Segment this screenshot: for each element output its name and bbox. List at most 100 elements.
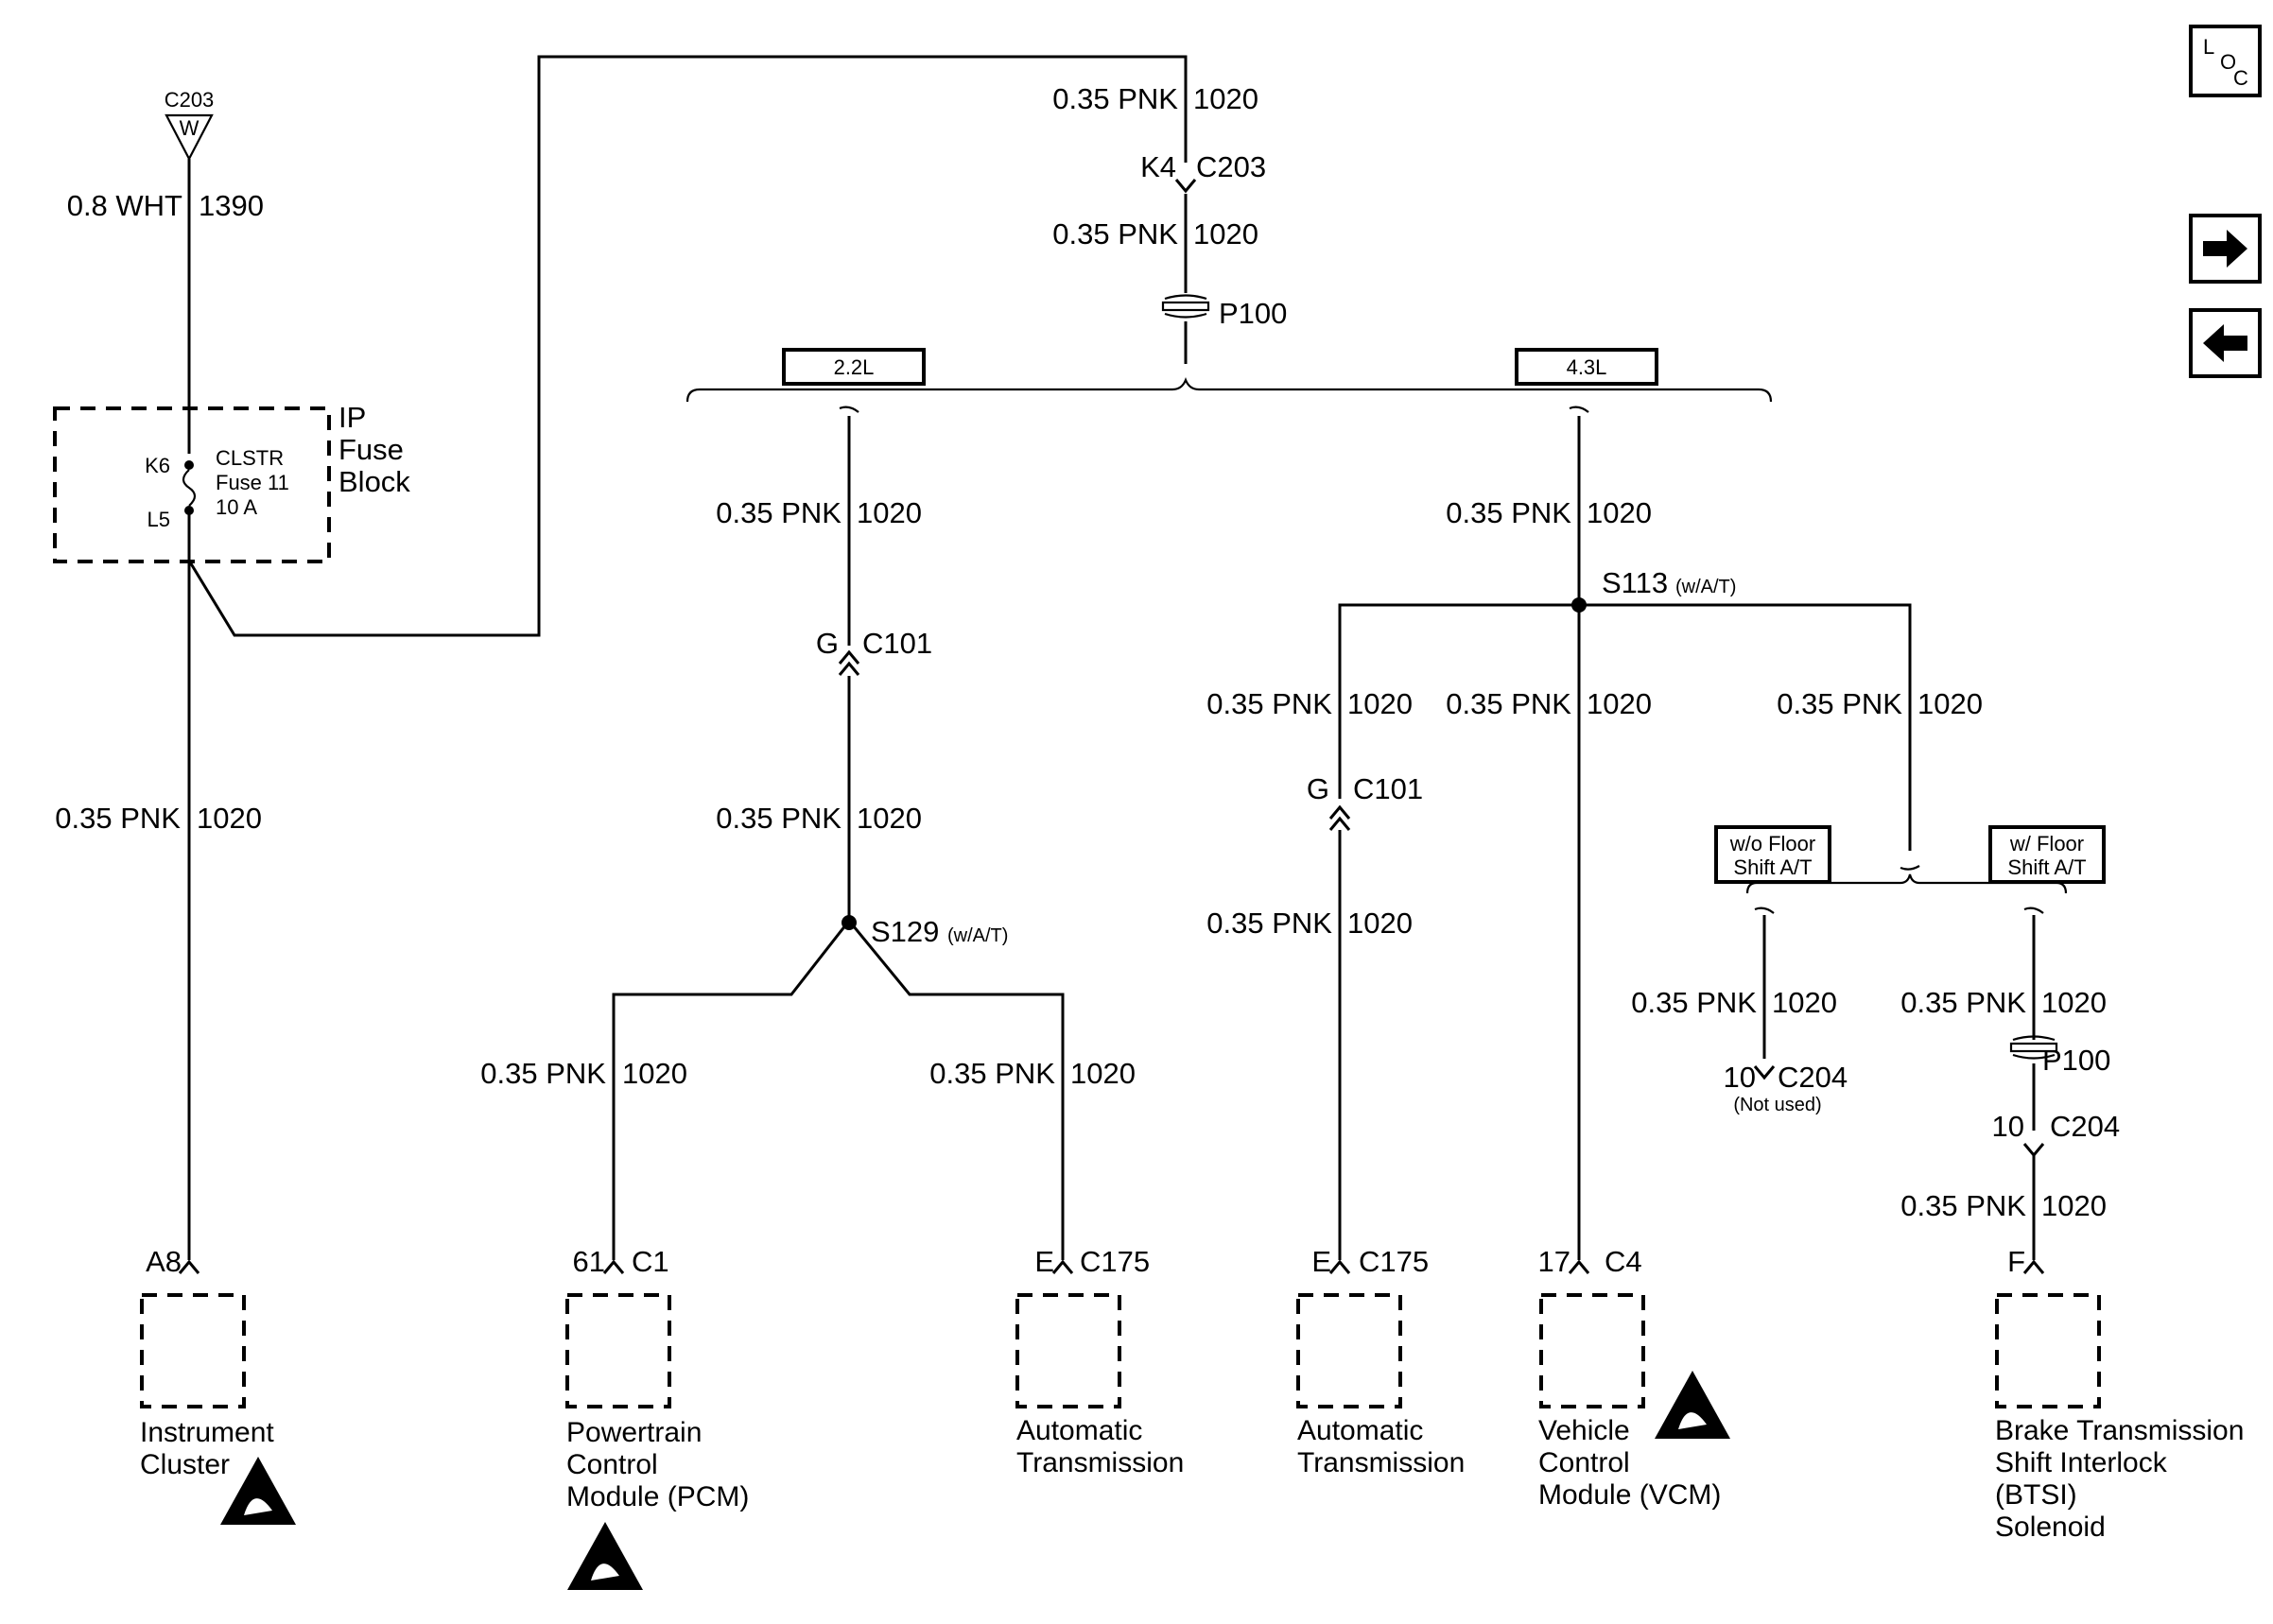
previous-page-button[interactable] bbox=[2189, 308, 2262, 378]
svg-text:K4: K4 bbox=[1140, 150, 1176, 183]
svg-text:Vehicle: Vehicle bbox=[1538, 1415, 1630, 1446]
svg-text:F: F bbox=[2007, 1245, 2025, 1278]
svg-text:S129: S129 bbox=[871, 915, 939, 948]
svg-text:G: G bbox=[1307, 772, 1329, 805]
svg-text:w/ Floor: w/ Floor bbox=[2009, 832, 2084, 855]
svg-text:Module (VCM): Module (VCM) bbox=[1538, 1479, 1721, 1511]
circuit-number: 1390 bbox=[199, 189, 264, 222]
ip-fuse-block: K6 L5 CLSTR Fuse 11 10 A IP Fuse Block bbox=[53, 401, 410, 563]
svg-text:0.35 PNK: 0.35 PNK bbox=[716, 496, 842, 529]
location-button[interactable]: L O C bbox=[2189, 25, 2262, 97]
arrow-left-icon bbox=[2203, 324, 2247, 362]
svg-text:1020: 1020 bbox=[1347, 907, 1413, 940]
svg-text:Block: Block bbox=[338, 465, 410, 498]
svg-text:Cluster: Cluster bbox=[140, 1449, 230, 1480]
module-pins bbox=[178, 1259, 2045, 1274]
svg-text:0.35 PNK: 0.35 PNK bbox=[929, 1057, 1055, 1090]
svg-text:10: 10 bbox=[1992, 1110, 2024, 1143]
svg-text:(BTSI): (BTSI) bbox=[1995, 1479, 2077, 1511]
svg-text:0.35 PNK: 0.35 PNK bbox=[1052, 82, 1178, 115]
svg-text:0.35 PNK: 0.35 PNK bbox=[1631, 986, 1757, 1019]
svg-text:C1: C1 bbox=[632, 1245, 669, 1278]
esd-warning-icon bbox=[220, 1457, 296, 1525]
esd-warning-icon bbox=[1655, 1371, 1730, 1439]
svg-text:K6: K6 bbox=[145, 454, 170, 477]
svg-text:1020: 1020 bbox=[1772, 986, 1837, 1019]
option-4-3l: 4.3L bbox=[1515, 348, 1658, 386]
svg-text:C175: C175 bbox=[1080, 1245, 1150, 1278]
module-automatic-transmission-2: E C175 Automatic Transmission bbox=[1296, 1245, 1465, 1478]
svg-text:Shift Interlock: Shift Interlock bbox=[1995, 1447, 2168, 1478]
svg-text:1020: 1020 bbox=[1587, 496, 1652, 529]
svg-text:E: E bbox=[1034, 1245, 1054, 1278]
svg-text:0.35 PNK: 0.35 PNK bbox=[1052, 217, 1178, 251]
svg-text:Control: Control bbox=[1538, 1447, 1630, 1478]
option-w-floor-shift: w/ Floor Shift A/T bbox=[1988, 825, 2106, 884]
svg-text:1020: 1020 bbox=[1347, 687, 1413, 720]
module-btsi-solenoid: F Brake Transmission Shift Interlock (BT… bbox=[1995, 1245, 2244, 1543]
svg-text:Solenoid: Solenoid bbox=[1995, 1512, 2106, 1543]
connector-labels: K4 C203 P100 G C101 G C101 S129 (w/A/T) … bbox=[816, 150, 2120, 1143]
svg-text:Transmission: Transmission bbox=[1016, 1447, 1184, 1478]
connector-symbols bbox=[838, 179, 2058, 1158]
svg-text:2.2L: 2.2L bbox=[834, 355, 875, 379]
svg-text:(Not used): (Not used) bbox=[1733, 1095, 1821, 1115]
splice-s113 bbox=[1571, 597, 1587, 613]
svg-text:L: L bbox=[2203, 35, 2214, 59]
svg-text:E: E bbox=[1311, 1245, 1331, 1278]
svg-text:Fuse: Fuse bbox=[338, 433, 404, 466]
svg-text:C203: C203 bbox=[165, 88, 215, 112]
svg-text:Module (PCM): Module (PCM) bbox=[566, 1481, 749, 1512]
next-page-button[interactable] bbox=[2189, 214, 2262, 284]
svg-text:1020: 1020 bbox=[857, 496, 922, 529]
svg-text:Brake Transmission: Brake Transmission bbox=[1995, 1415, 2244, 1446]
svg-text:Automatic: Automatic bbox=[1297, 1415, 1423, 1446]
svg-text:CLSTR: CLSTR bbox=[216, 446, 284, 470]
svg-text:S113: S113 bbox=[1602, 566, 1668, 599]
wire-labels: 0.35 PNK 1020 0.35 PNK 1020 0.35 PNK 102… bbox=[55, 82, 2107, 1222]
svg-text:17: 17 bbox=[1538, 1245, 1570, 1278]
module-instrument-cluster: A8 Instrument Cluster bbox=[140, 1245, 296, 1525]
svg-text:w/o Floor: w/o Floor bbox=[1729, 832, 1815, 855]
svg-text:W: W bbox=[180, 116, 200, 140]
svg-text:1020: 1020 bbox=[1587, 687, 1652, 720]
svg-text:1020: 1020 bbox=[622, 1057, 687, 1090]
svg-text:1020: 1020 bbox=[1193, 82, 1258, 115]
svg-text:10: 10 bbox=[1724, 1061, 1756, 1094]
svg-text:C204: C204 bbox=[2050, 1110, 2120, 1143]
connector-c203-top: C203 W bbox=[165, 88, 215, 162]
module-automatic-transmission-1: E C175 Automatic Transmission bbox=[1015, 1245, 1184, 1478]
svg-text:P100: P100 bbox=[2042, 1044, 2110, 1077]
svg-text:1020: 1020 bbox=[857, 802, 922, 835]
svg-text:G: G bbox=[816, 627, 839, 660]
svg-text:0.35 PNK: 0.35 PNK bbox=[480, 1057, 606, 1090]
svg-text:0.35 PNK: 0.35 PNK bbox=[1206, 687, 1332, 720]
svg-text:C203: C203 bbox=[1196, 150, 1266, 183]
svg-text:Control: Control bbox=[566, 1449, 658, 1480]
wires bbox=[187, 55, 2036, 1260]
svg-text:0.35 PNK: 0.35 PNK bbox=[1206, 907, 1332, 940]
svg-text:C204: C204 bbox=[1778, 1061, 1848, 1094]
svg-text:Instrument: Instrument bbox=[140, 1417, 274, 1448]
svg-text:C175: C175 bbox=[1359, 1245, 1429, 1278]
svg-text:1020: 1020 bbox=[1070, 1057, 1136, 1090]
svg-text:(w/A/T): (w/A/T) bbox=[1675, 577, 1736, 597]
svg-text:10 A: 10 A bbox=[216, 495, 257, 519]
svg-text:1020: 1020 bbox=[1917, 687, 1983, 720]
svg-text:Fuse 11: Fuse 11 bbox=[216, 471, 289, 494]
svg-text:0.35 PNK: 0.35 PNK bbox=[716, 802, 842, 835]
svg-text:0.35 PNK: 0.35 PNK bbox=[1900, 986, 2026, 1019]
svg-text:C4: C4 bbox=[1605, 1245, 1642, 1278]
svg-text:C101: C101 bbox=[862, 627, 932, 660]
svg-text:4.3L: 4.3L bbox=[1567, 355, 1607, 379]
svg-text:Transmission: Transmission bbox=[1297, 1447, 1465, 1478]
module-vcm: 17 C4 Vehicle Control Module (VCM) bbox=[1538, 1245, 1730, 1511]
svg-text:Shift A/T: Shift A/T bbox=[2007, 855, 2086, 879]
svg-text:C: C bbox=[2233, 66, 2248, 90]
svg-text:61: 61 bbox=[573, 1245, 605, 1278]
svg-text:1020: 1020 bbox=[2041, 1189, 2107, 1222]
svg-text:1020: 1020 bbox=[1193, 217, 1258, 251]
option-2-2l: 2.2L bbox=[782, 348, 926, 386]
arrow-right-icon bbox=[2203, 230, 2247, 268]
